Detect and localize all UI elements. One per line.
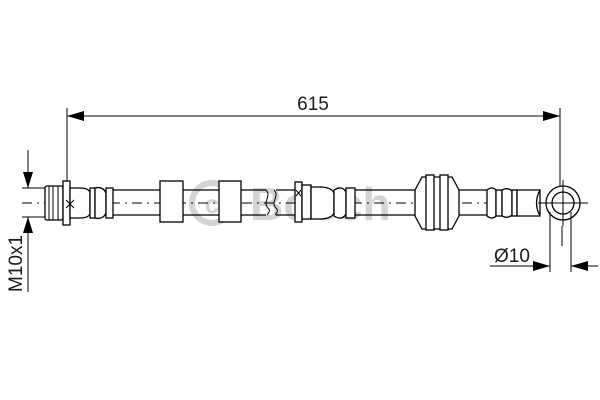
arrow-right-icon — [543, 111, 560, 121]
grommet — [414, 174, 460, 231]
diameter-label: Ø10 — [494, 246, 530, 267]
middle-fitting — [294, 181, 356, 223]
break-mark — [265, 189, 278, 216]
arrow-down-icon — [23, 172, 33, 188]
hose-body — [113, 189, 487, 216]
arrow-left-icon — [571, 261, 588, 271]
thread-label: M10x1 — [6, 235, 27, 292]
thread-dimension: M10x1 — [6, 150, 45, 292]
collar-1 — [159, 180, 184, 223]
arrow-left-icon — [67, 111, 84, 121]
collar-2 — [218, 180, 242, 223]
arrow-up-icon — [23, 217, 33, 233]
length-dimension: 615 — [66, 94, 561, 188]
copyright-glyph: c — [205, 189, 219, 219]
arrow-right-icon — [533, 261, 550, 271]
banjo-eye — [535, 180, 588, 226]
right-fitting — [486, 187, 541, 219]
left-threaded-fitting — [44, 180, 114, 226]
length-label: 615 — [297, 94, 329, 115]
diameter-dimension: Ø10 — [490, 212, 598, 272]
